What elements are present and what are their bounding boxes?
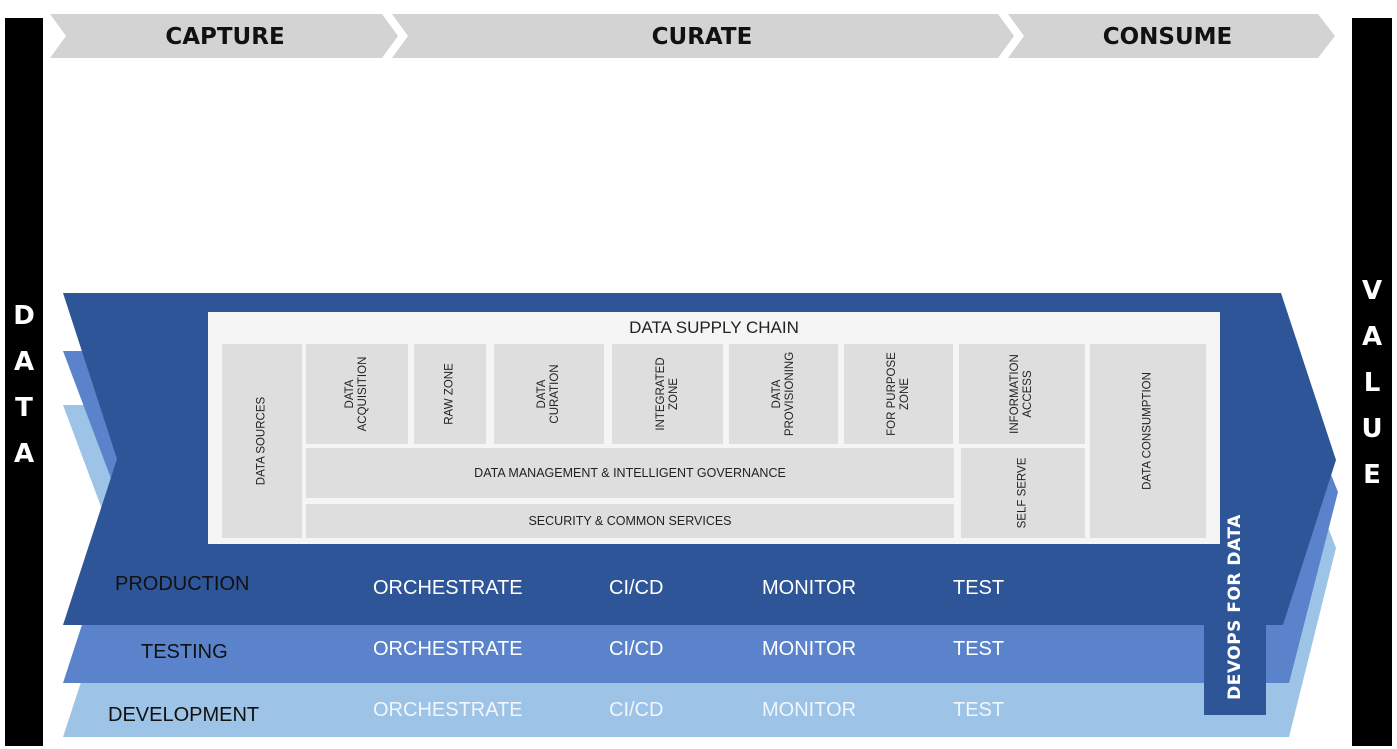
cell-information-access: INFORMATION ACCESS bbox=[959, 344, 1085, 444]
env-item-monitor: MONITOR bbox=[762, 577, 857, 599]
cell-data-consumption: DATA CONSUMPTION bbox=[1090, 344, 1206, 538]
cell-data-provisioning: DATA PROVISIONING bbox=[729, 344, 838, 444]
env-label-production: PRODUCTION bbox=[115, 573, 250, 595]
cell-integrated-zone: INTEGRATED ZONE bbox=[612, 344, 723, 444]
cell-label: SECURITY & COMMON SERVICES bbox=[528, 514, 732, 528]
env-item-monitor: MONITOR bbox=[762, 638, 857, 660]
cell-label: DATA ACQUISITION bbox=[344, 356, 369, 432]
sidebar-letter: L bbox=[1363, 368, 1381, 398]
devops-label: DEVOPS FOR DATA bbox=[1225, 514, 1245, 700]
cell-label: FOR PURPOSE ZONE bbox=[885, 352, 911, 436]
cell-data-curation: DATA CURATION bbox=[494, 344, 604, 444]
sidebar-letter: A bbox=[1361, 322, 1383, 352]
env-item-cicd: CI/CD bbox=[609, 577, 664, 599]
phase-arrows bbox=[50, 14, 1335, 58]
data-supply-chain-panel: DATA SUPPLY CHAIN DATA SOURCES DATA ACQU… bbox=[208, 312, 1220, 544]
sidebar-letter: T bbox=[15, 393, 33, 423]
env-item-cicd: CI/CD bbox=[609, 699, 664, 721]
env-item-cicd: CI/CD bbox=[609, 638, 664, 660]
phase-arrow-curate bbox=[392, 14, 1014, 58]
phase-arrow-consume bbox=[1008, 14, 1335, 58]
cell-label: DATA SOURCES bbox=[255, 396, 268, 486]
cell-security-services: SECURITY & COMMON SERVICES bbox=[306, 504, 954, 538]
phase-label-curate: CURATE bbox=[651, 24, 753, 50]
sidebar-letter: A bbox=[13, 347, 35, 377]
cell-label: INFORMATION ACCESS bbox=[1009, 354, 1034, 434]
env-item-orchestrate: ORCHESTRATE bbox=[373, 638, 523, 660]
sidebar-letter: A bbox=[13, 439, 35, 469]
cell-label: INTEGRATED ZONE bbox=[654, 357, 680, 431]
phase-label-consume: CONSUME bbox=[1102, 24, 1233, 50]
cell-label: DATA MANAGEMENT & INTELLIGENT GOVERNANCE bbox=[474, 466, 786, 480]
env-item-test: TEST bbox=[953, 699, 1005, 721]
env-item-monitor: MONITOR bbox=[762, 699, 857, 721]
cell-label: SELF SERVE bbox=[1016, 457, 1029, 529]
cell-label: DATA CURATION bbox=[536, 364, 561, 424]
sidebar-letter: E bbox=[1363, 460, 1381, 490]
sidebar-letter: V bbox=[1361, 276, 1383, 306]
phase-label-capture: CAPTURE bbox=[165, 24, 285, 50]
cell-label: RAW ZONE bbox=[443, 363, 456, 425]
cell-data-governance: DATA MANAGEMENT & INTELLIGENT GOVERNANCE bbox=[306, 448, 954, 498]
cell-data-acquisition: DATA ACQUISITION bbox=[306, 344, 408, 444]
cell-for-purpose-zone: FOR PURPOSE ZONE bbox=[844, 344, 953, 444]
env-item-test: TEST bbox=[953, 638, 1005, 660]
cell-self-serve: SELF SERVE bbox=[961, 448, 1085, 538]
cell-data-sources: DATA SOURCES bbox=[222, 344, 302, 538]
cell-label: DATA PROVISIONING bbox=[770, 351, 796, 437]
panel-title: DATA SUPPLY CHAIN bbox=[629, 318, 799, 337]
env-item-orchestrate: ORCHESTRATE bbox=[373, 577, 523, 599]
cell-label: DATA CONSUMPTION bbox=[1141, 372, 1154, 491]
env-item-test: TEST bbox=[953, 577, 1005, 599]
env-item-orchestrate: ORCHESTRATE bbox=[373, 699, 523, 721]
env-label-testing: TESTING bbox=[141, 641, 228, 663]
cell-raw-zone: RAW ZONE bbox=[414, 344, 486, 444]
data-sidebar: D A T A bbox=[5, 18, 43, 746]
value-sidebar: V A L U E bbox=[1352, 18, 1392, 746]
env-label-development: DEVELOPMENT bbox=[108, 704, 260, 726]
sidebar-letter: U bbox=[1361, 414, 1383, 444]
phase-arrow-capture bbox=[50, 14, 398, 58]
sidebar-letter: D bbox=[13, 301, 35, 331]
